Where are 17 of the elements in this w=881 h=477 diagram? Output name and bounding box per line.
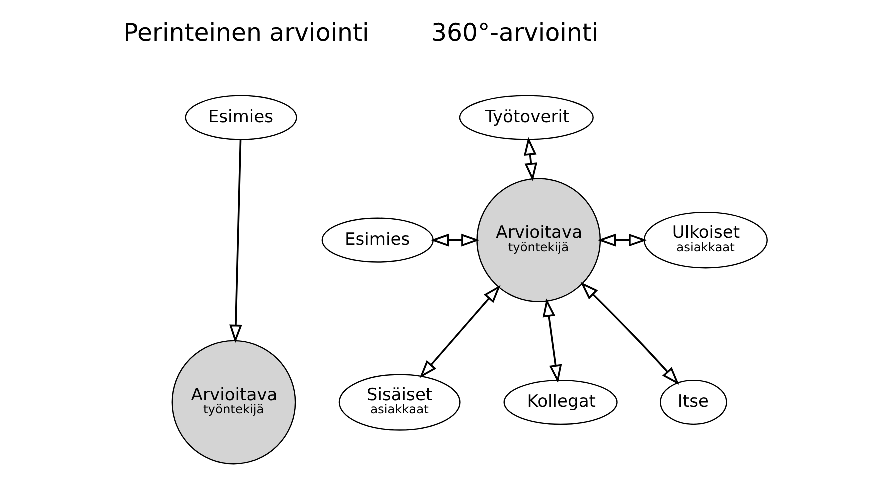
arrow [580, 282, 680, 386]
node-ellipse: Sisäiset asiakkaat [338, 374, 461, 431]
label: Perinteinen arviointi [124, 18, 370, 47]
node-ellipse: Esimies [185, 95, 298, 140]
node-ellipse: Työtoverit [459, 95, 594, 140]
label: 360°-arviointi [432, 18, 599, 47]
node-ellipse: Itse [660, 380, 728, 426]
arrow [430, 234, 480, 247]
arrow [598, 234, 648, 247]
node-circle: Arvioitava työntekijä [172, 340, 296, 465]
node-ellipse: Esimies [322, 218, 434, 263]
arrow [542, 298, 562, 384]
arrow [524, 137, 538, 182]
arrow [230, 140, 242, 344]
node-ellipse: Kollegat [504, 380, 618, 426]
arrow [420, 285, 501, 378]
node-ellipse: Ulkoiset asiakkaat [644, 212, 768, 269]
